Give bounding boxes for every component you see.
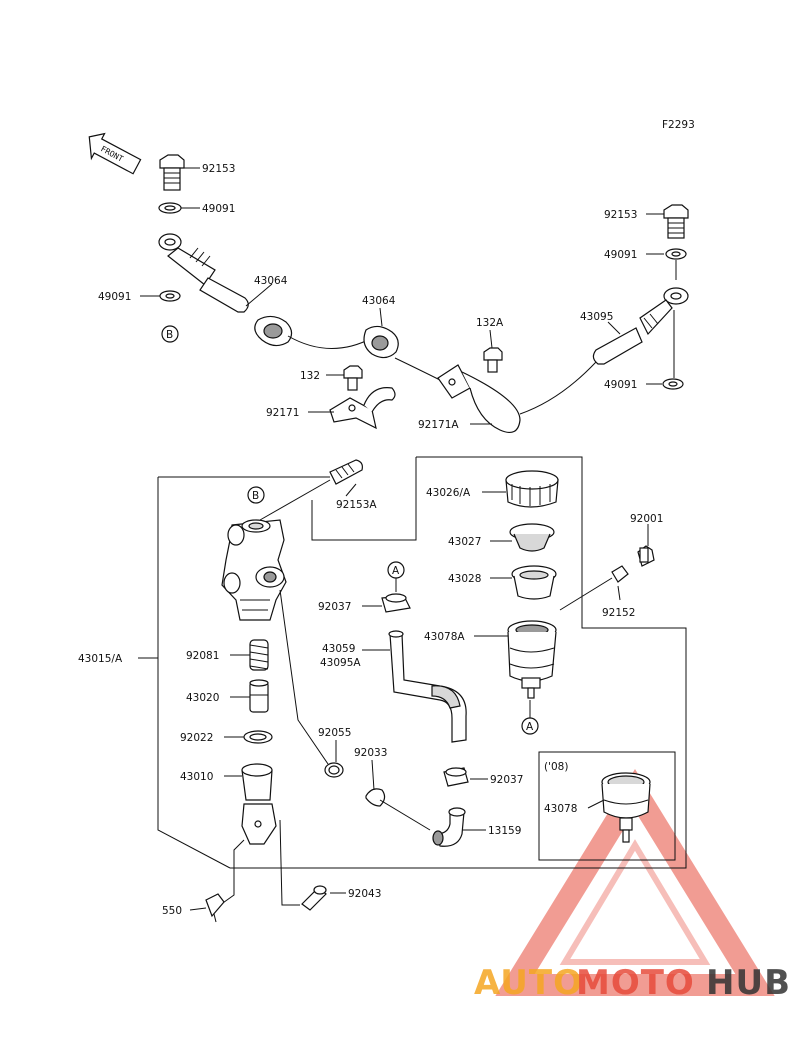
- reservoir-43078: [601, 772, 651, 843]
- label-43026a: 43026/A: [426, 487, 471, 499]
- label-49091-top-left: 49091: [202, 203, 235, 215]
- front-arrow-icon: FRONT: [88, 132, 142, 175]
- label-43064-right: 43064: [362, 295, 396, 307]
- boot-43010: [241, 763, 277, 845]
- leader-550: [219, 839, 245, 906]
- label-49091-left: 49091: [98, 291, 131, 303]
- label-92043: 92043: [348, 888, 381, 900]
- label-92037-top: 92037: [318, 601, 351, 613]
- screw-92152: [559, 565, 629, 611]
- spring-92081: [249, 639, 269, 671]
- ref-marker-a-bottom-label: A: [526, 721, 534, 733]
- leader-lines: [138, 167, 664, 911]
- bolt-92153-left: [159, 154, 185, 191]
- bolt-92153-right: [663, 204, 689, 239]
- label-43015a: 43015/A: [78, 653, 123, 665]
- plate-43028: [511, 565, 557, 600]
- label-43078: 43078: [544, 803, 577, 815]
- clamp-92171a: [437, 364, 521, 433]
- label-43095: 43095: [580, 311, 613, 323]
- label-92022: 92022: [180, 732, 213, 744]
- label-43028: 43028: [448, 573, 481, 585]
- diaphragm-43027: [509, 523, 555, 552]
- label-43027: 43027: [448, 536, 481, 548]
- label-49091-right-top: 49091: [604, 249, 637, 261]
- figure-code: F2293: [662, 119, 695, 131]
- clamp-92037-bottom: [443, 767, 469, 787]
- label-43020: 43020: [186, 692, 219, 704]
- hose-43059: [388, 630, 467, 743]
- assembly-outline: [157, 456, 687, 869]
- circlip-92033: [365, 788, 386, 807]
- label-550: 550: [162, 905, 182, 917]
- clamp-92171: [329, 387, 396, 430]
- label-92055: 92055: [318, 727, 351, 739]
- watermark-part3: HUB: [706, 963, 791, 1003]
- piston-43020: [249, 679, 269, 713]
- ref-marker-b-top-label: B: [166, 329, 173, 341]
- screw-92001: [637, 545, 655, 567]
- watermark-part1: AUTO: [474, 963, 583, 1003]
- label-92001: 92001: [630, 513, 663, 525]
- label-132: 132: [300, 370, 320, 382]
- clamp-92037-top: [381, 593, 411, 613]
- fitting-13159: [432, 807, 466, 847]
- label-43064-left: 43064: [254, 275, 288, 287]
- label-92153-right: 92153: [604, 209, 637, 221]
- label-92153a: 92153A: [336, 499, 377, 511]
- right-guide-line: [673, 260, 677, 378]
- year-variant-box: [538, 751, 676, 861]
- pin-550: [205, 893, 225, 923]
- ref-marker-a-top-label: A: [392, 565, 400, 577]
- label-49091-right-bottom: 49091: [604, 379, 637, 391]
- master-cylinder-43015: [221, 486, 287, 621]
- washer-49091-right-bottom: [662, 378, 684, 390]
- label-92033: 92033: [354, 747, 387, 759]
- year-note: ('08): [544, 761, 568, 773]
- label-92037-bottom: 92037: [490, 774, 523, 786]
- ref-marker-b-top: [161, 325, 179, 343]
- pin-92043: [301, 885, 327, 911]
- snap-ring-92022: [243, 730, 273, 744]
- washer-49091-right-top: [665, 248, 687, 260]
- washer-49091-left: [159, 290, 181, 302]
- washer-49091-top-left: [158, 202, 182, 214]
- hose-43095: [519, 287, 689, 415]
- label-92153-top-left: 92153: [202, 163, 235, 175]
- label-43078a: 43078A: [424, 631, 465, 643]
- ref-marker-b-bottom-label: B: [252, 490, 259, 502]
- sub-outline: [311, 457, 417, 541]
- cap-43026: [505, 470, 559, 508]
- bolt-132a: [483, 347, 503, 373]
- fitting-line: [379, 799, 431, 831]
- label-13159: 13159: [488, 825, 521, 837]
- label-43010: 43010: [180, 771, 213, 783]
- label-92081: 92081: [186, 650, 219, 662]
- label-92152: 92152: [602, 607, 635, 619]
- bolt-92153a: [259, 459, 363, 521]
- watermark-triangle: [495, 769, 775, 996]
- label-92171a: 92171A: [418, 419, 459, 431]
- reservoir-43078a: [507, 620, 557, 699]
- leader-92043: [279, 819, 300, 906]
- part-labels: 92153 49091 49091 43064 43064 132A 132 9…: [78, 163, 663, 917]
- bolt-132: [343, 365, 363, 391]
- watermark-part2: MOTO: [576, 963, 695, 1003]
- ref-marker-b-bottom: [247, 486, 265, 504]
- label-92171: 92171: [266, 407, 299, 419]
- hose-43064-left: [158, 233, 441, 381]
- o-ring-92055: [324, 762, 344, 778]
- watermark-logo: AUTO MOTO HUB: [474, 963, 791, 1003]
- leader-92055: [279, 589, 329, 765]
- label-132a: 132A: [476, 317, 504, 329]
- label-43059: 43059: [322, 643, 355, 655]
- label-43095a: 43095A: [320, 657, 361, 669]
